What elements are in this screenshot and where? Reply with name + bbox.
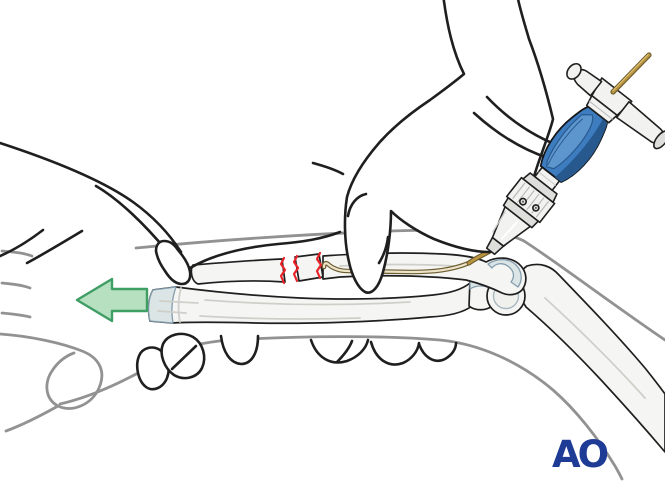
surgeon-wrist-cuff: [485, 95, 554, 145]
t-handle-chuck: [485, 62, 665, 256]
surgeon-fingertip-under: [369, 340, 421, 366]
fracture-line-fragment-right: [315, 251, 323, 280]
assistant-hand-contour: [188, 230, 342, 270]
patient-finger: [0, 311, 32, 319]
assistant-fingertip: [154, 239, 192, 286]
fracture-line-fragment-left: [292, 254, 300, 283]
patient-upper-arm-top: [522, 239, 665, 342]
chuck-knurled-ring: [505, 176, 556, 224]
assistant-knuckle: [135, 346, 171, 391]
t-handle-knob-tip: [566, 62, 582, 80]
patient-finger: [0, 249, 34, 258]
wire-exposed-top: [610, 52, 652, 95]
assistant-wrist-line: [25, 229, 84, 265]
patient-thumb: [0, 332, 104, 410]
olecranon-cartilage: [487, 258, 522, 288]
ao-logo: AO: [552, 433, 611, 476]
assistant-hand: [0, 141, 342, 391]
surgeon-fingertip-under: [309, 338, 370, 364]
t-handle-arm-cap: [653, 130, 665, 150]
surgeon-web-crease: [311, 161, 345, 176]
surgeon-wrist-cuff: [472, 111, 550, 160]
patient-palm-edge: [4, 404, 60, 433]
traction-arrow-icon: [75, 277, 149, 323]
assistant-hand-edge: [0, 141, 183, 254]
radius-distal-physis: [147, 286, 177, 324]
grip-panel: [545, 113, 594, 170]
radius-bone: [147, 282, 473, 325]
ao-logo-text: AO: [552, 433, 608, 476]
ulna-distal-segment: [190, 258, 286, 285]
fracture-line-distal: [279, 256, 287, 285]
surgeon-finger-crease: [377, 235, 390, 265]
surgeon-knuckle-crease: [346, 192, 368, 218]
assistant-wrist-line: [0, 228, 45, 258]
patient-finger: [0, 281, 32, 290]
surgeon-fingertip-under: [417, 341, 458, 363]
humerus-bone: [517, 263, 665, 453]
fracture-lines: [279, 251, 323, 285]
assistant-knuckle: [219, 334, 260, 366]
